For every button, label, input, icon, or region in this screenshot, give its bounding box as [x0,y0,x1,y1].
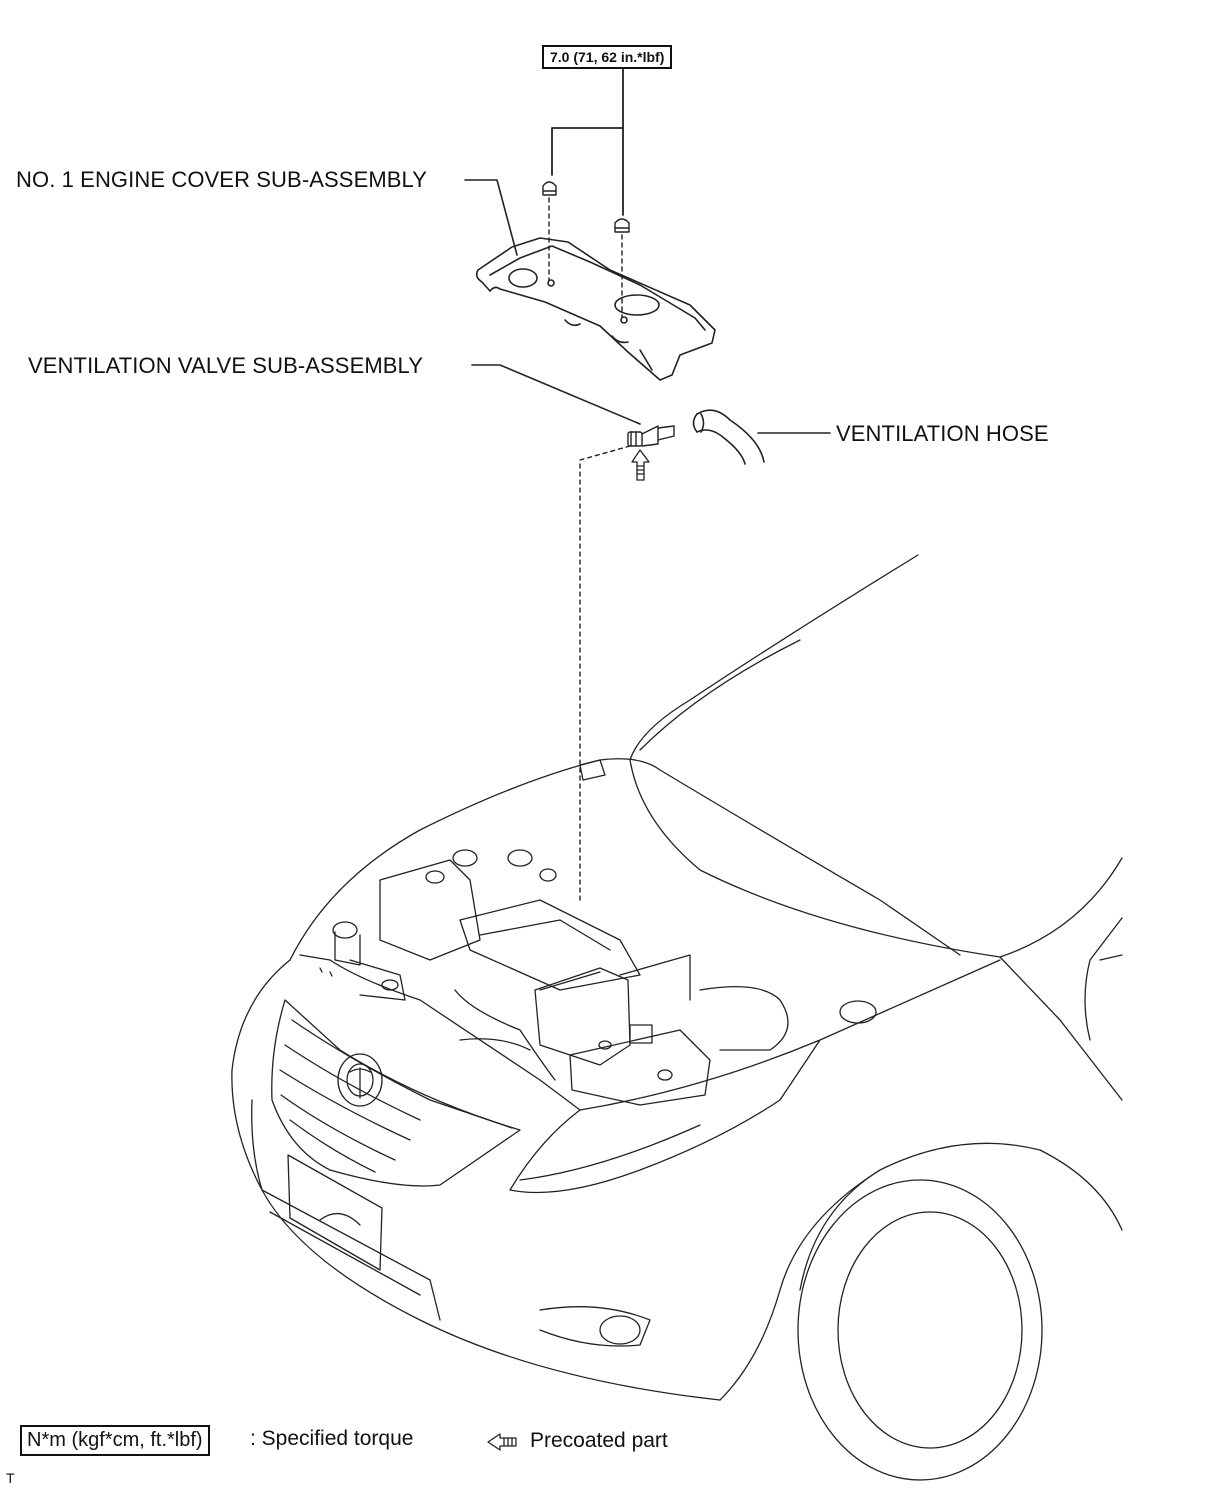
legend-precoated-desc: Precoated part [530,1429,668,1452]
nut-left-icon [542,181,557,196]
ventilation-valve-leader [471,364,641,425]
engine-cover-label: NO. 1 ENGINE COVER SUB-ASSEMBLY [16,167,428,192]
precoated-arrow-icon [631,449,650,481]
legend-torque-desc: : Specified torque [250,1427,414,1450]
torque-leader-lines [551,68,624,216]
ventilation-hose [692,409,765,465]
ventilation-valve-label: VENTILATION VALVE SUB-ASSEMBLY [28,353,424,378]
ventilation-valve-sub-assembly [627,425,675,447]
legend-torque-unit-box: N*m (kgf*cm, ft.*lbf) [20,1425,210,1456]
vehicle-front-outline [231,554,1123,1481]
nut-right-icon [614,218,630,233]
ventilation-hose-label: VENTILATION HOSE [836,421,1049,446]
footer-mark: T [6,1470,15,1486]
valve-install-dashes [579,445,631,901]
legend-precoated-arrow-icon [487,1433,517,1451]
alignment-dashes [548,197,623,319]
engine-cover-sub-assembly [475,237,716,381]
engine-cover-leader [464,179,518,256]
torque-spec-callout: 7.0 (71, 62 in.*lbf) [542,45,673,69]
